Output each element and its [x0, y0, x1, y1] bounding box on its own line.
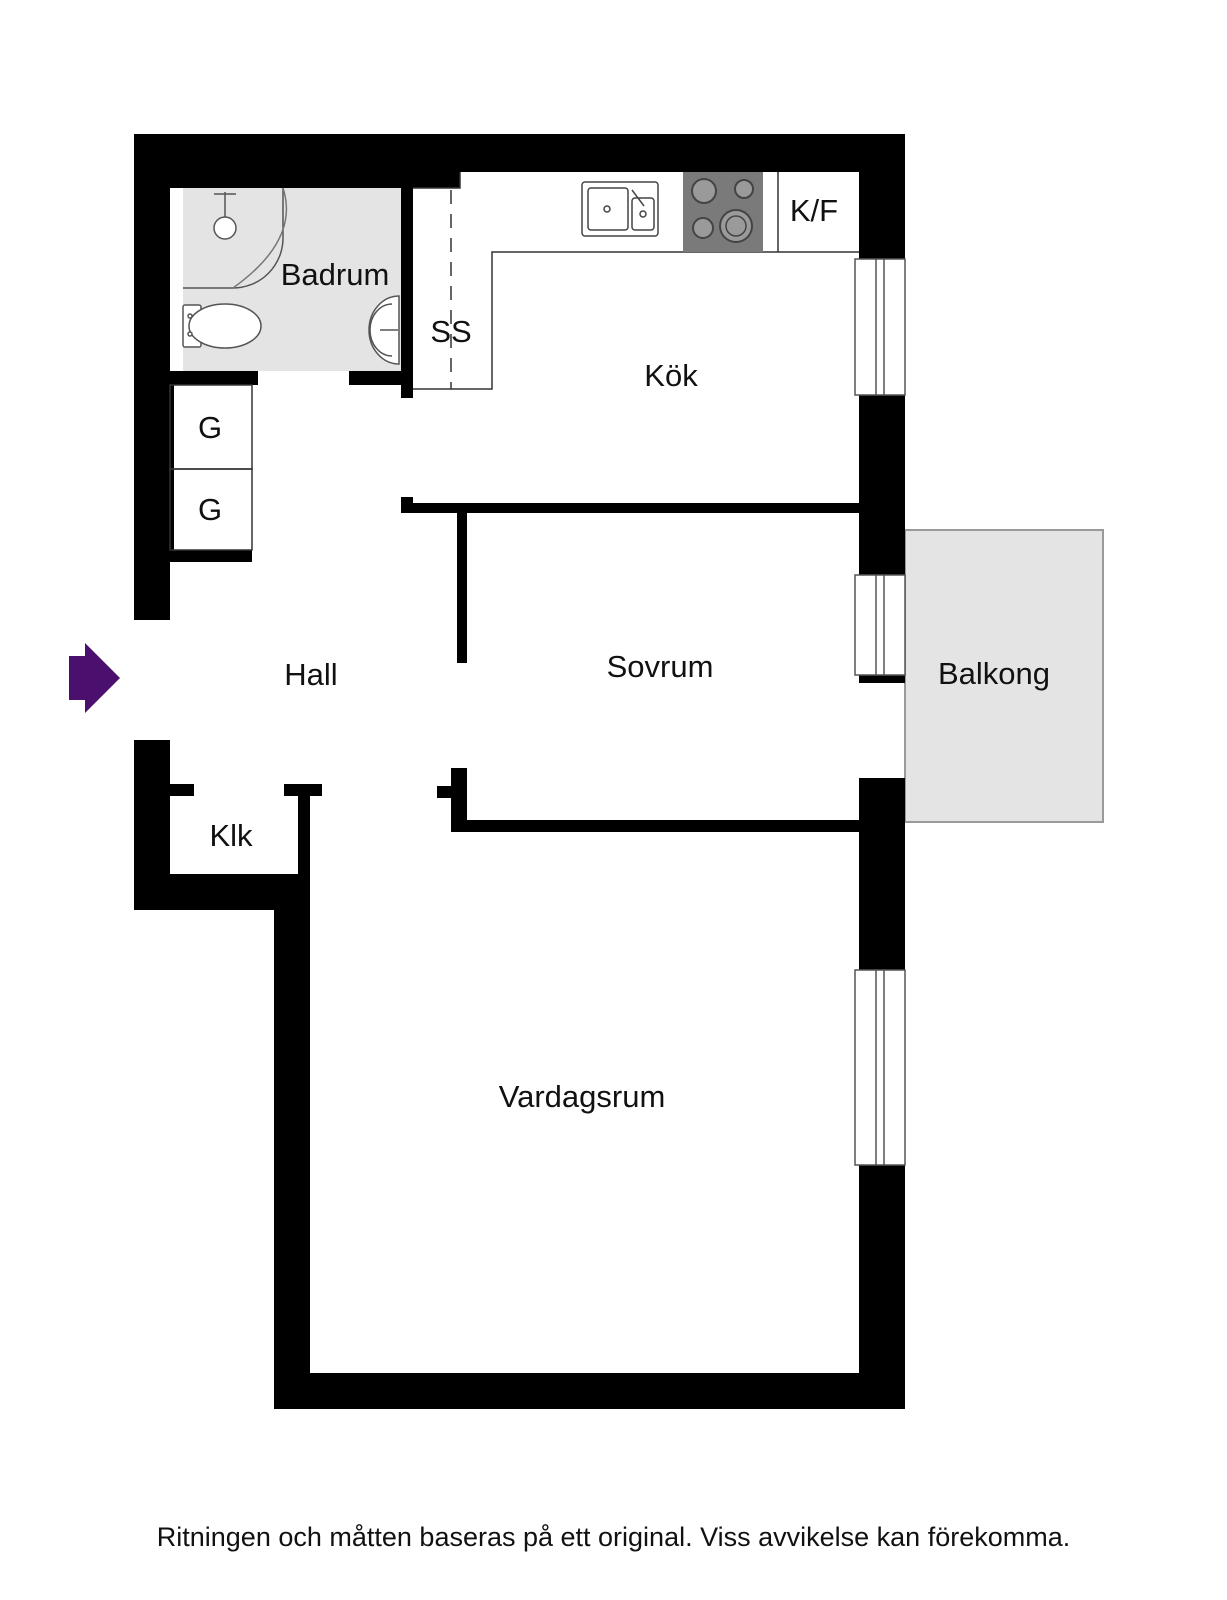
- entrance-arrow-icon: [69, 643, 120, 713]
- room-label-kitchen: Kök: [644, 358, 698, 393]
- kitchen-sink-icon: [581, 181, 659, 237]
- windows: [854, 258, 906, 1166]
- interior-walls: [170, 170, 859, 910]
- shower-icon: [183, 187, 288, 289]
- kitchen-counter: [413, 172, 859, 390]
- washbasin-icon: [368, 295, 400, 365]
- room-label-fridge-freezer: K/F: [790, 193, 838, 228]
- room-label-wardrobe-1: G: [198, 410, 222, 445]
- room-label-bedroom: Sovrum: [607, 649, 714, 684]
- room-label-balcony: Balkong: [938, 656, 1050, 691]
- stove-icon: [683, 172, 763, 252]
- room-label-bathroom: Badrum: [281, 257, 390, 292]
- room-label-living-room: Vardagsrum: [499, 1079, 666, 1114]
- balcony-area: [904, 529, 1104, 823]
- wardrobes: [169, 384, 253, 551]
- toilet-icon: [182, 303, 262, 349]
- room-label-hall: Hall: [284, 657, 337, 692]
- exterior-walls: [134, 134, 905, 1409]
- room-label-closet: Klk: [209, 818, 253, 853]
- disclaimer-text: Ritningen och måtten baseras på ett orig…: [156, 1522, 1071, 1552]
- room-label-wardrobe-2: G: [198, 492, 222, 527]
- room-label-storage-ss: SS: [430, 314, 471, 349]
